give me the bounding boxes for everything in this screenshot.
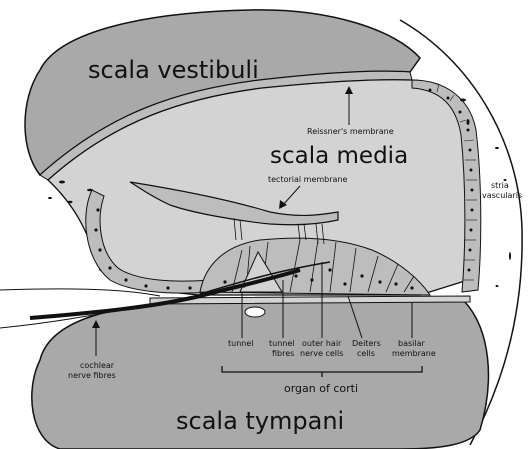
spiral-vessel bbox=[245, 307, 265, 317]
deiters-line1: Deiters bbox=[352, 339, 381, 348]
stria-label-line2: vascularis bbox=[482, 191, 522, 200]
stria-label-line1: stria bbox=[491, 181, 509, 190]
tunnel-fibres-line1: tunnel bbox=[269, 339, 295, 348]
scala-vestibuli-label: scala vestibuli bbox=[88, 56, 259, 84]
cochlear-line1: cochlear bbox=[80, 361, 115, 370]
deiters-line2: cells bbox=[357, 349, 375, 358]
outer-hair-line1: outer hair bbox=[302, 339, 342, 348]
basilar-line2: membrane bbox=[392, 349, 436, 358]
organ-of-corti-label: organ of corti bbox=[284, 382, 358, 395]
tectorial-membrane-label: tectorial membrane bbox=[268, 175, 348, 184]
reissners-membrane-label: Reissner's membrane bbox=[307, 127, 394, 136]
scala-media-label: scala media bbox=[270, 143, 408, 169]
tunnel-label: tunnel bbox=[228, 339, 254, 348]
cochlear-line2: nerve fibres bbox=[68, 371, 116, 380]
tunnel-fibres-line2: fibres bbox=[272, 349, 294, 358]
scala-tympani-label: scala tympani bbox=[176, 407, 344, 435]
basilar-line1: basilar bbox=[398, 339, 425, 348]
osseous-lamina-upper bbox=[0, 289, 160, 296]
outer-hair-line2: nerve cells bbox=[300, 349, 343, 358]
